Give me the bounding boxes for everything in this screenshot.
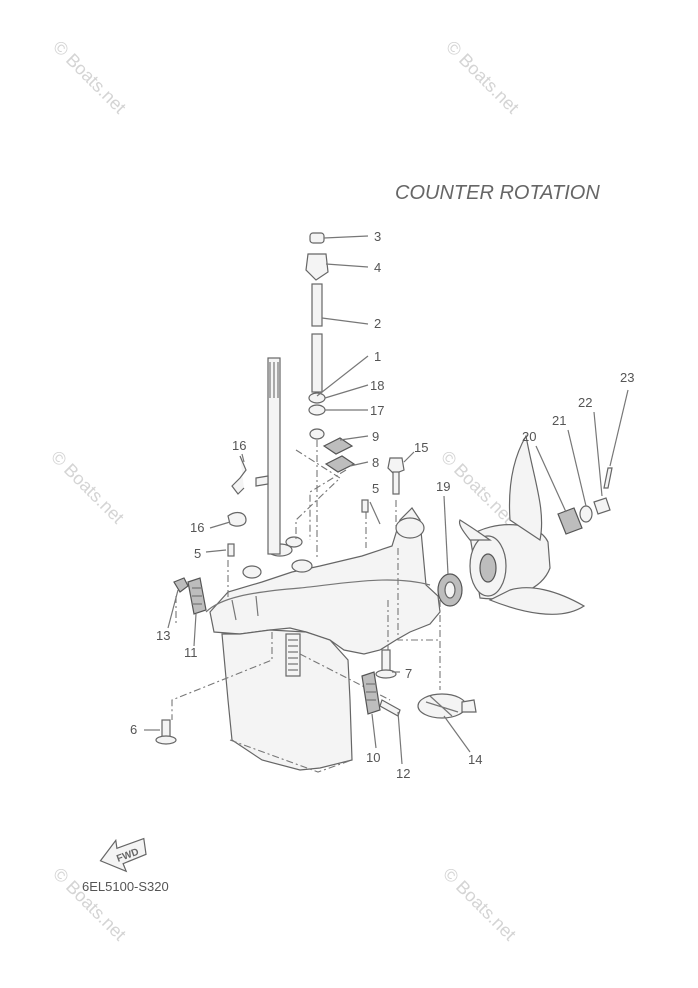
callout-13: 13 [156, 628, 170, 643]
callout-9: 9 [372, 429, 379, 444]
callout-leaders-right [144, 389, 629, 765]
drive-shaft [267, 357, 281, 555]
callout-15: 15 [414, 440, 428, 455]
callout-12: 12 [396, 766, 410, 781]
fwd-arrow-icon: FWD [99, 837, 147, 873]
diagram-code: 6EL5100-S320 [82, 879, 169, 894]
thrust-washer-19 [437, 573, 463, 607]
propeller [458, 434, 586, 615]
callout-2: 2 [374, 316, 381, 331]
callout-17: 17 [370, 403, 384, 418]
callout-11: 11 [184, 645, 198, 660]
callout-14: 14 [468, 752, 482, 767]
callout-3-label: 3 [374, 229, 381, 244]
left-small-parts [173, 455, 405, 615]
callout-10: 10 [366, 750, 380, 765]
shift-rod-assembly [305, 232, 356, 473]
anode-14 [417, 693, 477, 719]
callout-23: 23 [620, 370, 634, 385]
callout-18: 18 [370, 378, 384, 393]
diagram-title: COUNTER ROTATION [395, 182, 600, 204]
callout-7: 7 [405, 666, 412, 681]
callout-5-left: 5 [194, 546, 201, 561]
callout-19: 19 [436, 479, 450, 494]
callout-8: 8 [372, 455, 379, 470]
bolt-7 [375, 649, 397, 679]
trim-tab-assembly [361, 671, 401, 717]
decal-grid [285, 633, 301, 677]
watermark-bottom-right: © Boats.net [439, 864, 520, 945]
watermark-bottom-left: © Boats.net [49, 864, 130, 945]
callout-22: 22 [578, 395, 592, 410]
callout-leaders-top [316, 235, 369, 467]
watermark-top-left: © Boats.net [49, 37, 130, 118]
callout-5-right: 5 [372, 481, 379, 496]
callout-labels: 1 1 2 3 4 5 5 6 7 8 9 10 11 12 13 14 15 … [130, 229, 634, 781]
callout-6: 6 [130, 722, 137, 737]
callout-16-lower: 16 [190, 520, 204, 535]
watermark-mid-left: © Boats.net [47, 447, 128, 528]
assembly-lines [171, 440, 441, 720]
callout-21: 21 [552, 413, 566, 428]
callout-16-upper: 16 [232, 438, 246, 453]
callout-4: 4 [374, 260, 381, 275]
callout-20: 20 [522, 429, 536, 444]
prop-hardware [557, 467, 613, 535]
watermark-top-right: © Boats.net [442, 37, 523, 118]
lower-case-housing [205, 507, 441, 773]
watermarks: © Boats.net © Boats.net © Boats.net © Bo… [47, 37, 523, 945]
bolt-6 [155, 719, 177, 745]
callout-1: 1 [374, 349, 381, 364]
